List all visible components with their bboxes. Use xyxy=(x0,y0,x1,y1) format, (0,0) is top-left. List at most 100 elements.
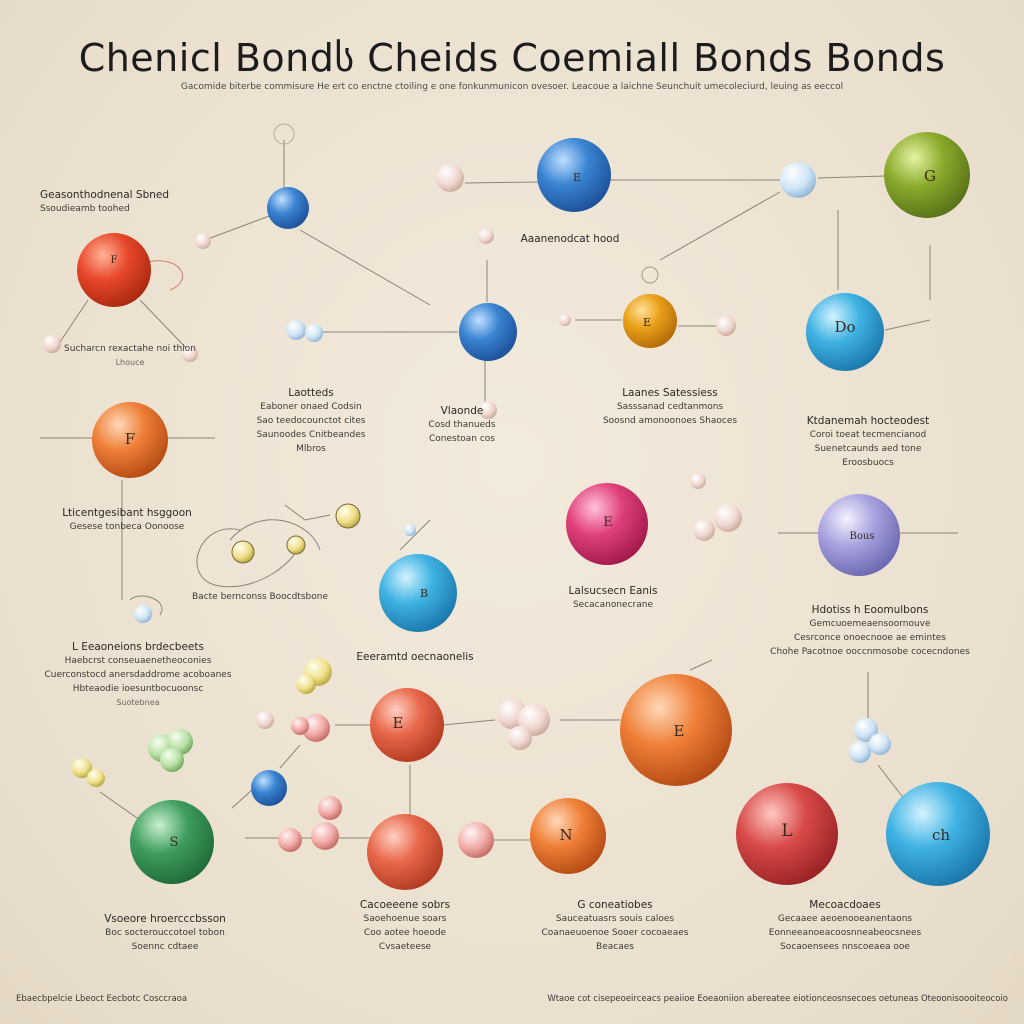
label-heading: Vsoeore hroercccbsson xyxy=(104,913,226,925)
atom-letter: F xyxy=(125,430,135,448)
atom-letter: N xyxy=(559,826,572,844)
label-line: Sucharcn rexactahe noi thion xyxy=(64,344,196,354)
small-atom xyxy=(335,503,361,529)
atom-sphere xyxy=(620,674,732,786)
label-line: Sao teedocounctot cites xyxy=(256,416,366,426)
atom-sphere xyxy=(806,293,884,371)
atom-sphere xyxy=(459,303,517,361)
label-line: Bacte bernconss Boocdtsbone xyxy=(192,592,328,602)
label-heading: Lalsucsecn Eanis xyxy=(568,585,658,597)
orbital-path xyxy=(129,595,163,616)
small-atom xyxy=(291,717,309,735)
atom-sphere xyxy=(566,483,648,565)
atom-sphere xyxy=(818,494,900,576)
small-atom xyxy=(302,714,330,742)
label-line: Gesese tonbeca Oonoose xyxy=(69,522,185,532)
label-line: Coroi toeat tecmencianod xyxy=(809,430,927,440)
label-line: Saoehoenue soars xyxy=(363,914,447,924)
bond-line xyxy=(877,764,906,801)
bond-line xyxy=(231,789,253,809)
label-line: Soennc cdtaee xyxy=(131,942,199,952)
bond-line xyxy=(659,191,781,261)
label-heading: Eeeramtd oecnaonelis xyxy=(356,651,474,663)
label-line: Soosnd amonoonoes Shaoces xyxy=(602,416,738,426)
label-line: Beacaes xyxy=(596,942,634,952)
atom-spheres xyxy=(77,132,990,890)
label-line: Haebcrst conseuaenetheoconies xyxy=(64,656,212,666)
small-atom xyxy=(318,796,342,820)
label-heading: Ktdanemah hocteodest xyxy=(806,415,930,427)
small-atom xyxy=(134,605,152,623)
bond-line xyxy=(464,181,541,184)
small-atom xyxy=(305,324,323,342)
atom-sphere xyxy=(370,688,444,762)
label-line: Eonneeanoeacoosnneabeocsnees xyxy=(768,928,922,938)
atom-letter: E xyxy=(643,316,651,329)
small-atom xyxy=(854,718,878,742)
small-atom xyxy=(714,504,742,532)
label-heading: Cacoeeene sobrs xyxy=(359,899,451,911)
small-atom xyxy=(87,769,105,787)
atom-sphere xyxy=(367,814,443,890)
small-atom xyxy=(231,540,255,564)
small-atom xyxy=(182,346,198,362)
small-atom xyxy=(849,741,871,763)
label-heading: L Eeaoneions brdecbeets xyxy=(72,641,204,653)
small-atom xyxy=(559,314,571,326)
atom-sphere xyxy=(884,132,970,218)
label-line: Sauceatuasrs souis caloes xyxy=(555,914,675,924)
atom-letters: F E G E Do F E Bous B E E S N L ch xyxy=(111,167,951,850)
label-line: Eroosbuocs xyxy=(842,458,894,468)
label-line: Secacanonecrane xyxy=(572,600,654,610)
atom-sphere xyxy=(130,800,214,884)
small-atom xyxy=(693,519,715,541)
label-line: Cesrconce onoecnooe ae emintes xyxy=(793,633,946,643)
small-atom xyxy=(296,674,316,694)
bond-line xyxy=(99,791,141,821)
atom-letter: E xyxy=(573,171,581,184)
label-block: L Eeaoneions brdecbeets Haebcrst conseua… xyxy=(38,640,238,710)
label-block: Cacoeeene sobrs Saoehoenue soars Coo aot… xyxy=(345,898,465,954)
label-line: Gemcuoemeaensoornouve xyxy=(809,619,931,629)
label-line: Eaboner onaed Codsin xyxy=(260,402,362,412)
label-line: Lhouce xyxy=(115,358,145,367)
atom-letter: E xyxy=(603,515,613,530)
small-atom xyxy=(780,162,816,198)
label-block: Bacte bernconss Boocdtsbone xyxy=(170,590,350,604)
footer-left: Ebaecbpelcie Lbeoct Eecbotc Cosccraoa xyxy=(16,994,188,1004)
label-line: Ssoudieamb toohed xyxy=(40,204,130,214)
small-atom xyxy=(478,228,494,244)
label-heading: G coneatiobes xyxy=(577,899,653,911)
small-atom xyxy=(479,401,497,419)
label-line: Sasssanad cedtanmons xyxy=(616,402,724,412)
page-title: Chenicl Bondს Cheids Coemiall Bonds Bond… xyxy=(78,36,946,80)
orbital-path xyxy=(229,519,321,551)
small-atom xyxy=(286,320,306,340)
label-line: Gecaaee aeoenooeanentaons xyxy=(777,914,913,924)
small-atom xyxy=(716,316,736,336)
small-atom xyxy=(160,748,184,772)
bond-line xyxy=(204,214,273,241)
atom-letter: E xyxy=(393,714,404,732)
label-block: Ktdanemah hocteodest Coroi toeat tecmenc… xyxy=(768,414,968,470)
label-heading: Mecoacdoaes xyxy=(809,899,881,911)
label-line: Cosd thanueds xyxy=(428,420,496,430)
bond-line xyxy=(884,319,931,331)
label-heading: Lticentgesibant hsggoon xyxy=(62,507,192,519)
atom-letter: Do xyxy=(834,318,855,336)
atom-sphere xyxy=(530,798,606,874)
orbital-path xyxy=(196,528,301,588)
small-atom xyxy=(273,123,295,145)
label-block: G coneatiobes Sauceatuasrs souis caloes … xyxy=(540,898,690,954)
atom-letter: S xyxy=(170,835,179,850)
bond-lines xyxy=(40,140,958,841)
small-atom xyxy=(311,822,339,850)
label-block: Eeeramtd oecnaonelis xyxy=(350,650,480,664)
label-block: Geasonthodnenal Sbned Ssoudieamb toohed xyxy=(40,188,170,216)
atom-sphere xyxy=(736,783,838,885)
bond-line xyxy=(299,229,431,306)
bond-line xyxy=(399,519,431,551)
label-heading: Geasonthodnenal Sbned xyxy=(40,189,170,201)
label-line: Hbteaodie ioesuntbocuoonsc xyxy=(72,684,204,694)
